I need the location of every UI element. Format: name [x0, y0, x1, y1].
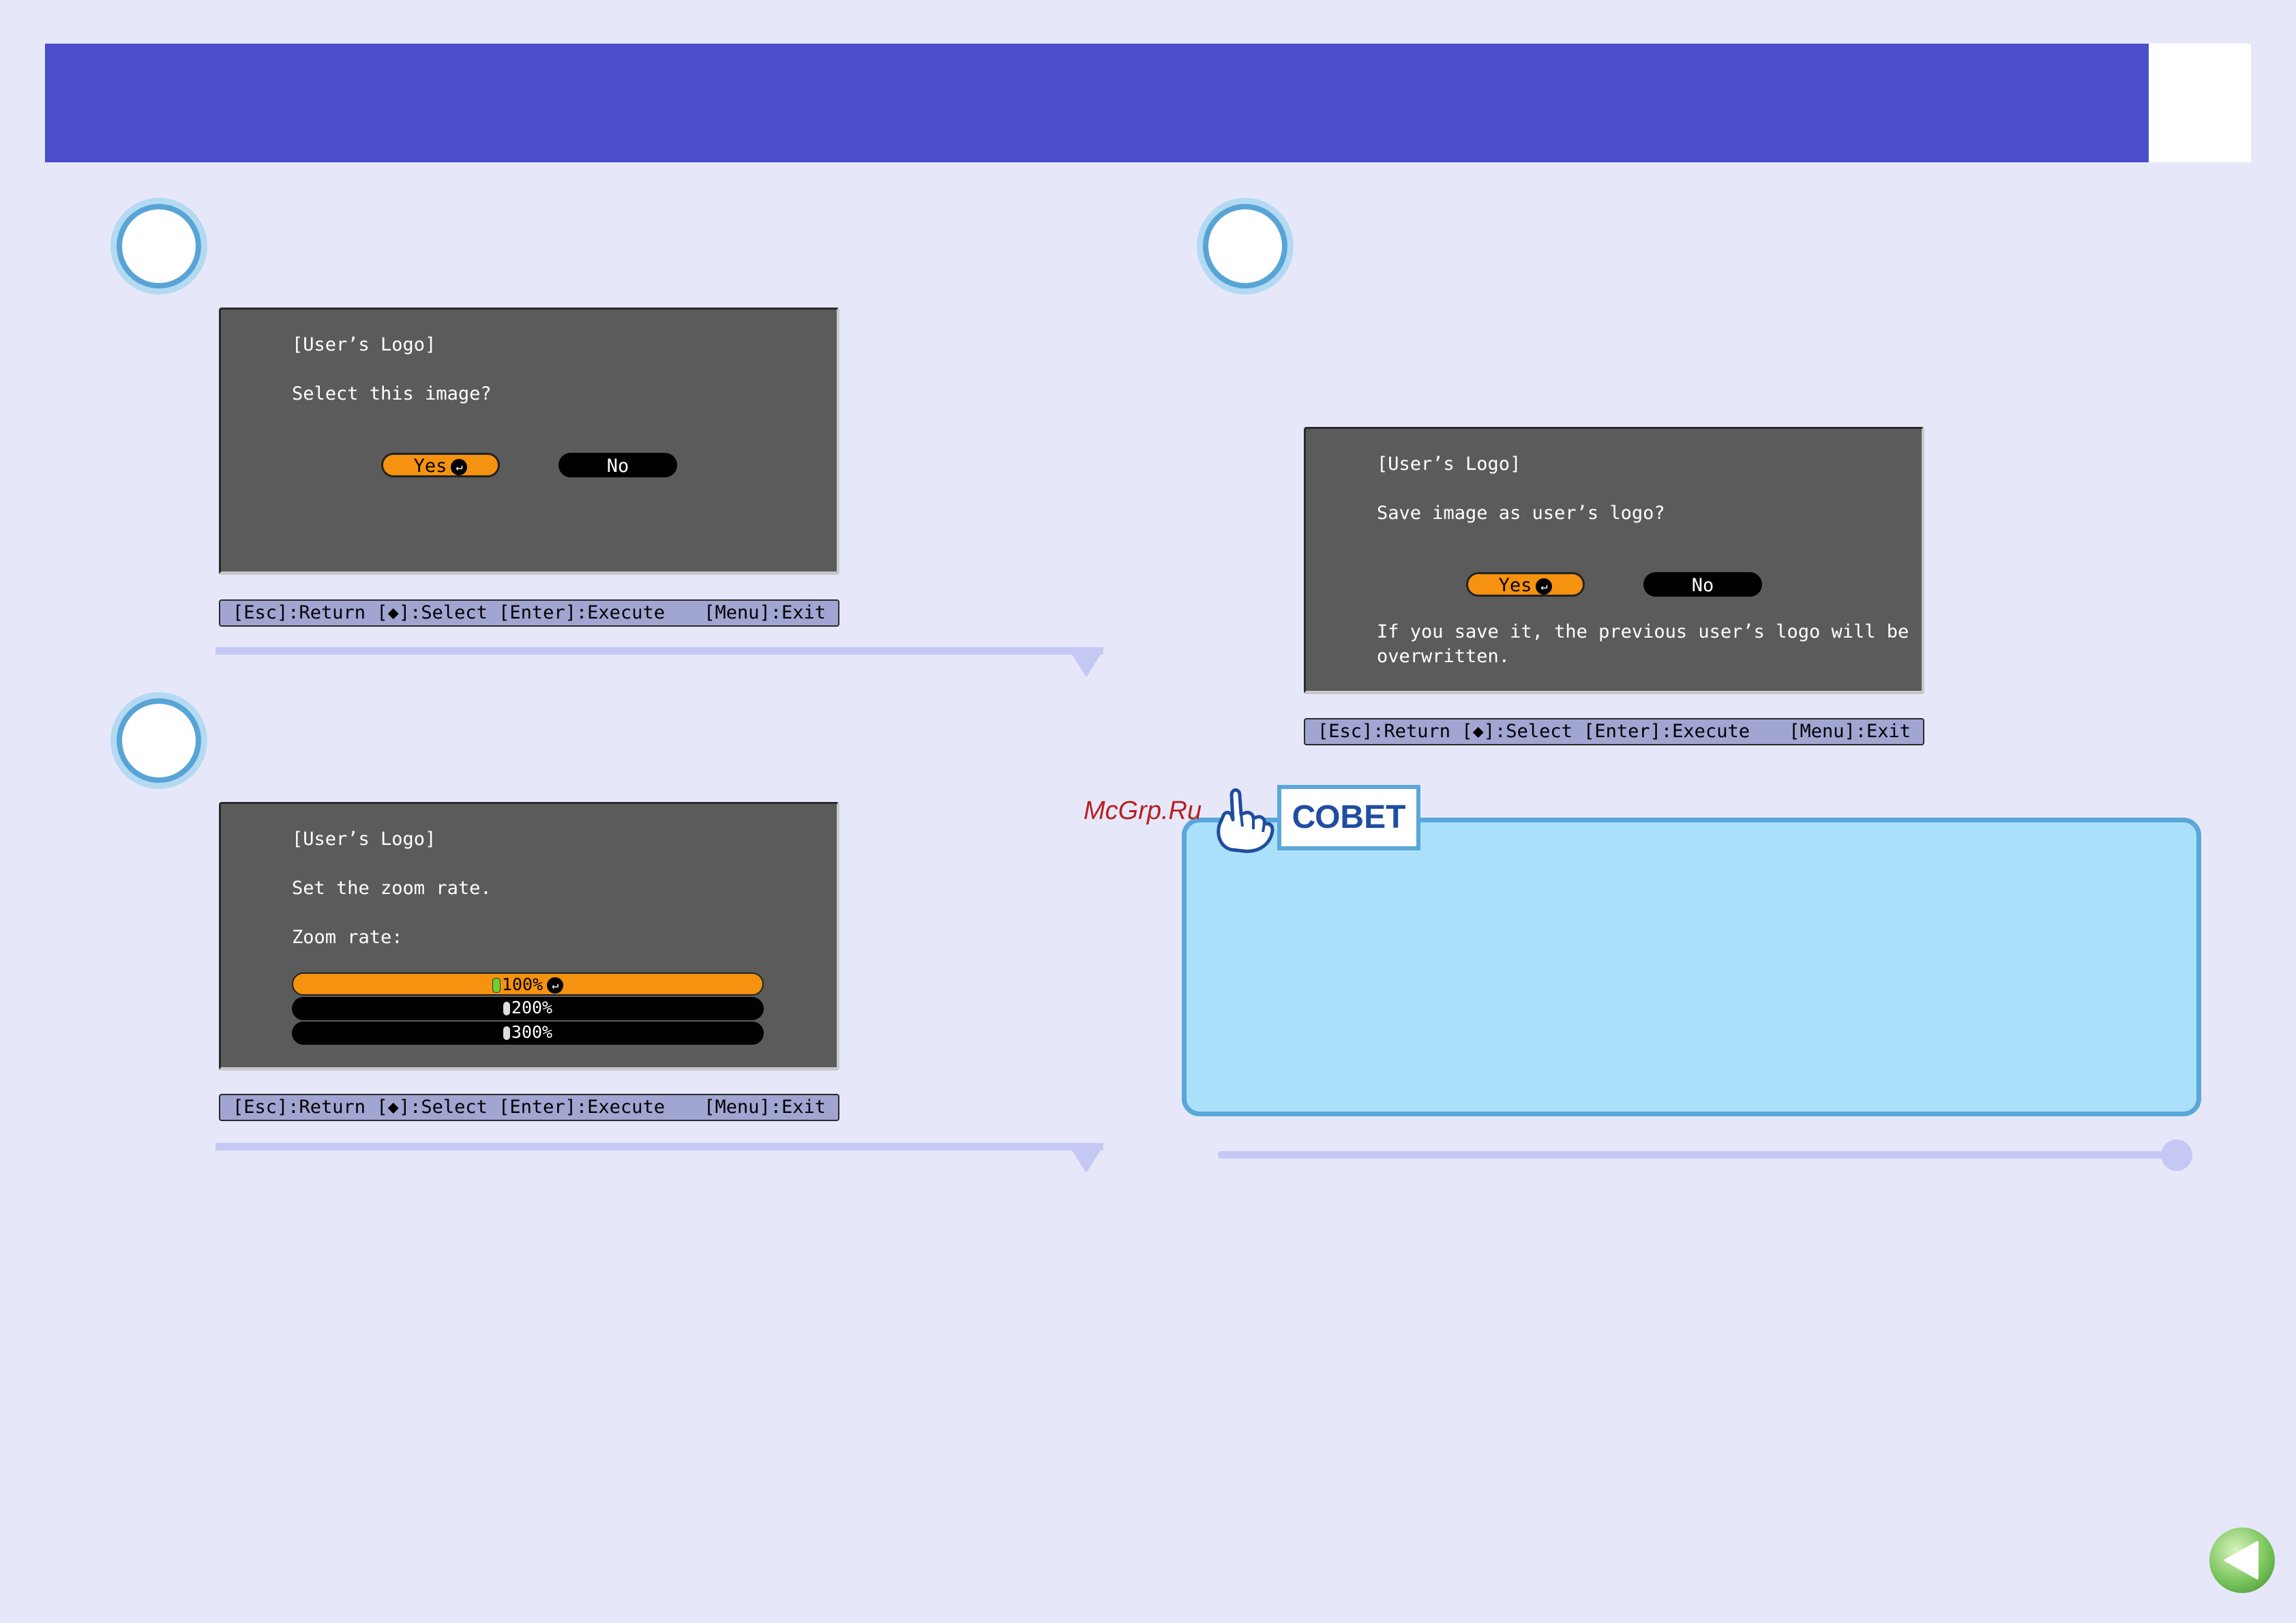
help-bar-shortcuts: [Esc]:Return [◆]:Select [Enter]:Execute — [233, 602, 665, 623]
help-bar: [Esc]:Return [◆]:Select [Enter]:Execute … — [219, 599, 839, 627]
dialog-message: Set the zoom rate. — [292, 878, 492, 899]
down-arrow-icon — [1070, 1147, 1103, 1173]
yes-button-label: Yes — [1498, 575, 1532, 596]
dialog-title: [User’s Logo] — [292, 829, 436, 850]
section-divider — [215, 647, 1103, 655]
enter-return-icon: ↵ — [547, 977, 564, 994]
save-logo-dialog: [User’s Logo] Save image as user’s logo?… — [1304, 427, 1924, 694]
radio-unselected-icon — [503, 1002, 510, 1015]
zoom-option-label: 100% — [501, 974, 543, 994]
enter-return-icon: ↵ — [1536, 578, 1553, 595]
section-end-line — [1218, 1151, 2181, 1159]
radio-selected-icon — [492, 978, 501, 993]
tip-label: СОВЕТ — [1277, 785, 1420, 850]
zoom-option-200[interactable]: 200% — [292, 997, 764, 1020]
yes-button-label: Yes — [413, 456, 447, 477]
watermark: McGrp.Ru — [1084, 796, 1202, 825]
step-marker-3 — [1203, 204, 1287, 288]
help-bar: [Esc]:Return [◆]:Select [Enter]:Execute … — [219, 1094, 839, 1121]
section-end-dot — [2161, 1140, 2192, 1171]
step-marker-2 — [117, 698, 201, 783]
no-button[interactable]: No — [1643, 572, 1762, 597]
header-bar — [45, 44, 2149, 162]
zoom-option-300[interactable]: 300% — [292, 1022, 764, 1045]
help-bar-shortcuts: [Esc]:Return [◆]:Select [Enter]:Execute — [1317, 721, 1750, 742]
dialog-title: [User’s Logo] — [1377, 453, 1521, 475]
tip-box — [1182, 818, 2201, 1116]
dialog-message: Select this image? — [292, 383, 492, 404]
help-bar-shortcuts: [Esc]:Return [◆]:Select [Enter]:Execute — [233, 1097, 665, 1118]
help-bar: [Esc]:Return [◆]:Select [Enter]:Execute … — [1304, 718, 1924, 745]
zoom-option-label: 200% — [511, 998, 553, 1017]
back-button[interactable] — [2209, 1528, 2275, 1593]
header-page-tab — [2149, 44, 2251, 162]
select-image-dialog: [User’s Logo] Select this image? Yes↵ No — [219, 308, 839, 575]
help-bar-exit: [Menu]:Exit — [704, 602, 826, 623]
zoom-option-100[interactable]: 100%↵ — [292, 972, 764, 996]
down-arrow-icon — [1070, 651, 1103, 677]
step-marker-1 — [117, 204, 201, 288]
no-button[interactable]: No — [558, 453, 677, 477]
dialog-title: [User’s Logo] — [292, 334, 436, 355]
yes-button[interactable]: Yes↵ — [381, 453, 500, 477]
help-bar-exit: [Menu]:Exit — [704, 1097, 826, 1118]
zoom-rate-dialog: [User’s Logo] Set the zoom rate. Zoom ra… — [219, 802, 839, 1071]
help-bar-exit: [Menu]:Exit — [1789, 721, 1911, 742]
no-button-label: No — [1691, 575, 1714, 596]
yes-button[interactable]: Yes↵ — [1466, 572, 1585, 597]
zoom-option-label: 300% — [511, 1022, 553, 1042]
pointing-hand-icon — [1217, 788, 1274, 853]
radio-unselected-icon — [503, 1026, 510, 1040]
enter-return-icon: ↵ — [451, 458, 468, 475]
overwrite-warning-line-1: If you save it, the previous user’s logo… — [1377, 621, 1909, 642]
dialog-message: Save image as user’s logo? — [1377, 503, 1665, 524]
overwrite-warning-line-2: overwritten. — [1377, 646, 1510, 667]
section-divider — [215, 1143, 1103, 1150]
back-arrow-icon — [2224, 1541, 2258, 1579]
zoom-rate-prompt: Zoom rate: — [292, 927, 403, 948]
no-button-label: No — [606, 456, 629, 477]
